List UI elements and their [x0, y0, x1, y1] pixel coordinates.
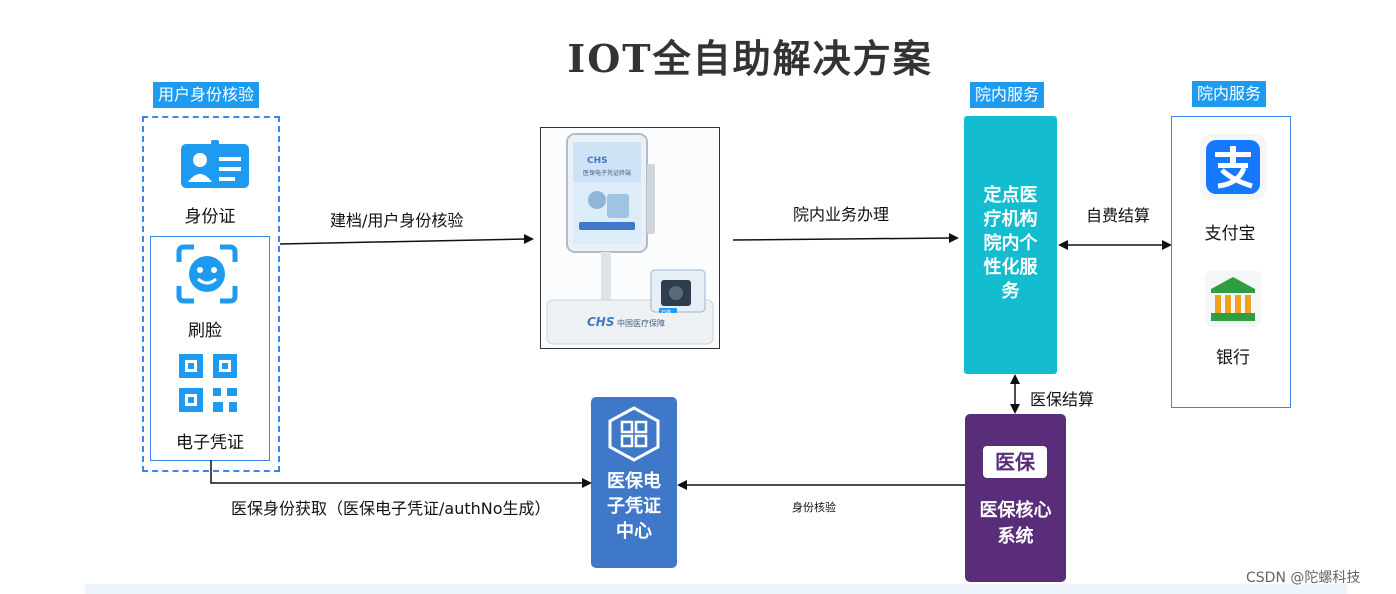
face-label: 刷脸 — [188, 321, 222, 341]
hospital-service-tag-2: 院内服务 — [1192, 81, 1267, 107]
hospital-line: 疗机构 — [983, 209, 1038, 230]
footer-band — [85, 584, 1347, 594]
alipay-label: 支付宝 — [1204, 224, 1256, 244]
register-flow-label: 建档/用户身份核验 — [330, 211, 464, 230]
terminal-screen-title: 医保电子凭证终端 — [582, 170, 631, 177]
payment-group — [1171, 116, 1291, 408]
terminal-scanner-label: 扫描 — [661, 310, 672, 316]
terminal-chs-logo: CHS — [587, 315, 615, 329]
self-pay-label: 自费结算 — [1086, 206, 1151, 225]
e-voucher-label: 电子凭证 — [176, 433, 244, 453]
id-card-icon — [181, 140, 249, 188]
hospital-line: 院内个 — [983, 233, 1038, 254]
hospital-service-tag-1: 院内服务 — [970, 82, 1045, 108]
insurance-settle-label: 医保结算 — [1030, 390, 1095, 409]
page-title: IOT全自助解决方案 — [567, 36, 933, 81]
qr-code-icon — [179, 354, 237, 412]
core-line: 医保核心 — [979, 500, 1052, 521]
insurance-core-system: 医保 医保核心 系统 — [965, 414, 1066, 582]
terminal-brand: 中国医疗保障 — [617, 319, 665, 328]
business-flow-label: 院内业务办理 — [793, 205, 890, 224]
insurance-id-label: 医保身份获取（医保电子凭证/authNo生成） — [231, 499, 551, 518]
hospital-line: 性化服 — [983, 257, 1038, 278]
self-pay-arrow — [1058, 240, 1172, 250]
register-arrow — [279, 234, 534, 245]
core-line: 系统 — [997, 526, 1034, 547]
biometric-group — [150, 236, 270, 461]
alipay-icon — [1200, 134, 1266, 200]
voucher-line: 子凭证 — [607, 496, 661, 517]
watermark: CSDN @陀螺科技 — [1246, 570, 1361, 586]
hospital-service-box: 定点医 疗机构 院内个 性化服 务 — [964, 116, 1057, 374]
insurance-logo-icon: 医保 — [983, 446, 1047, 478]
insurance-id-arrow — [210, 460, 592, 488]
face-scan-icon — [176, 244, 238, 304]
business-arrow — [733, 233, 959, 243]
voucher-center: 医保电 子凭证 中心 — [591, 397, 677, 568]
insurance-settle-arrow — [1010, 374, 1020, 414]
hospital-line: 务 — [1001, 281, 1020, 302]
terminal-screen-logo: CHS — [587, 156, 608, 166]
id-card-label: 身份证 — [184, 207, 236, 227]
id-check-label: 身份核验 — [792, 501, 836, 514]
voucher-line: 中心 — [616, 521, 652, 542]
identity-tag: 用户身份核验 — [153, 82, 260, 108]
bank-icon — [1205, 271, 1261, 327]
voucher-line: 医保电 — [607, 471, 661, 492]
hexagon-grid-icon — [608, 406, 660, 462]
bank-label: 银行 — [1216, 348, 1250, 368]
hospital-line: 定点医 — [983, 185, 1038, 206]
id-check-arrow — [677, 480, 965, 490]
iot-terminal-image: CHS 医保电子凭证终端 CHS 中国医疗保障 扫描 — [540, 127, 720, 349]
